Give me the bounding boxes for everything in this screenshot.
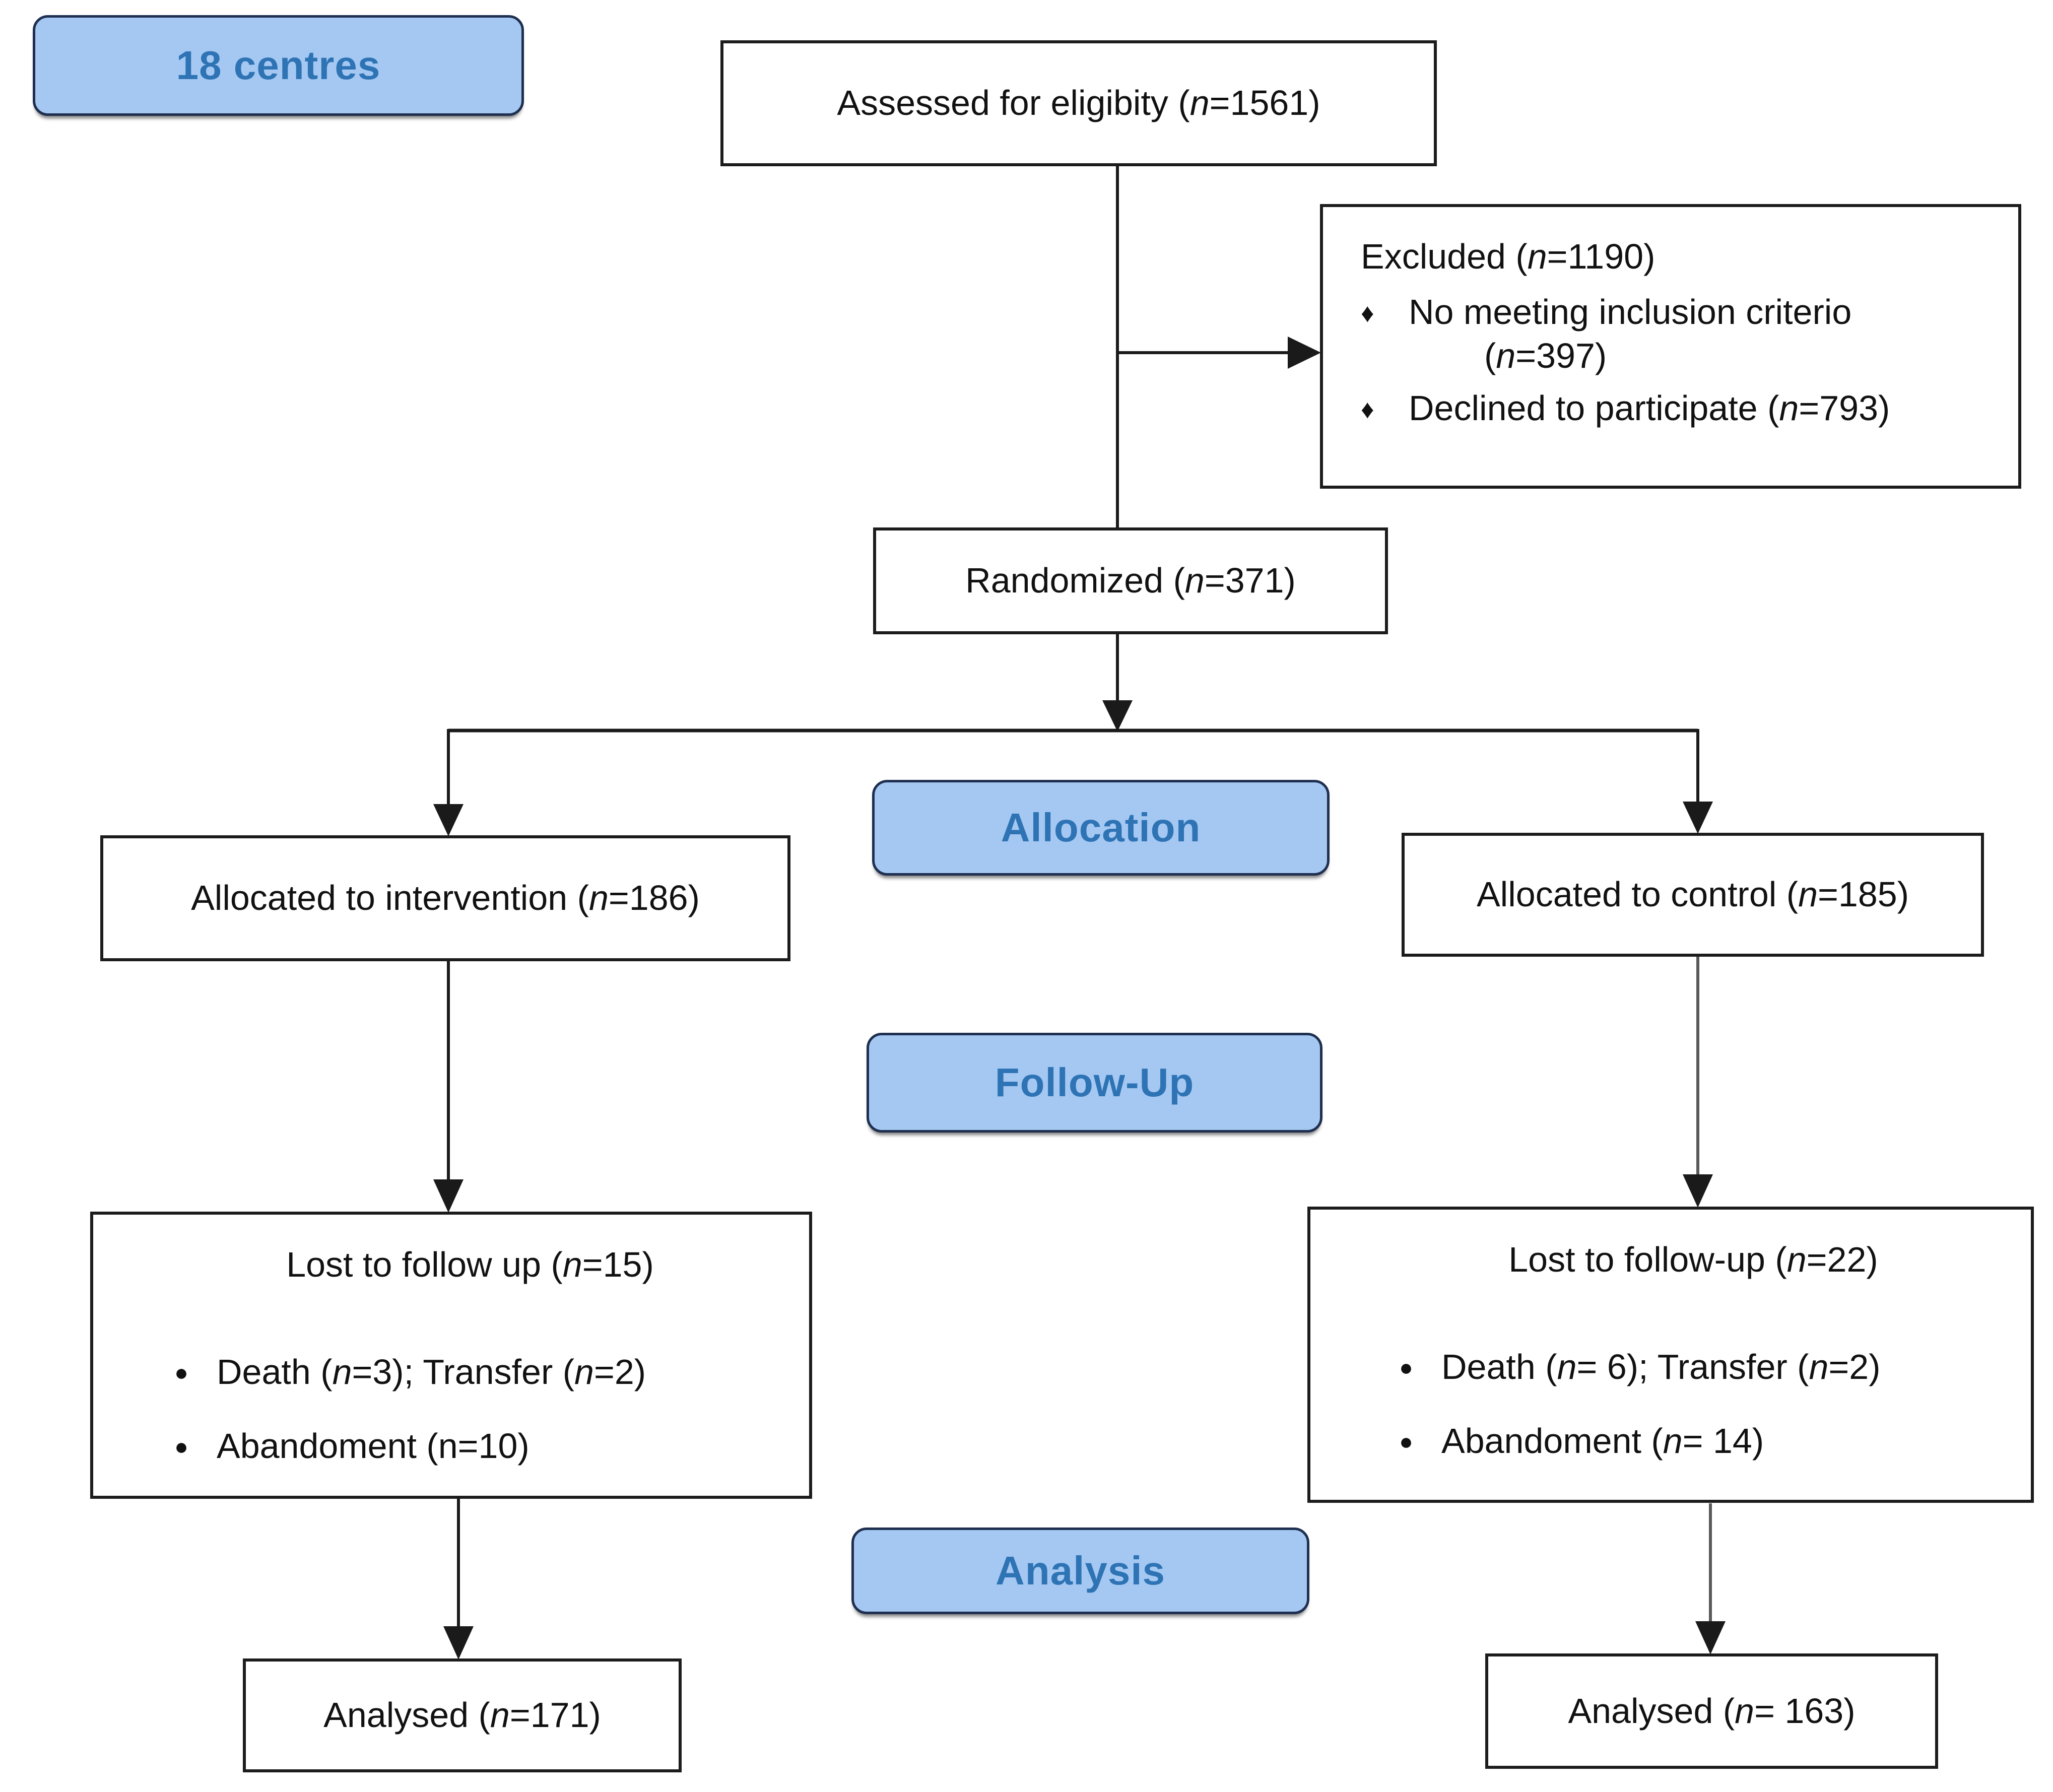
round-bullet-icon: ● — [174, 1433, 188, 1459]
text-segment: n — [1779, 388, 1799, 428]
text-segment: n — [574, 1352, 594, 1391]
lost-left-title: Lost to follow up (n=15) — [146, 1243, 794, 1287]
text-segment: Allocation — [1001, 805, 1201, 850]
text-segment: Analysed ( — [323, 1695, 490, 1735]
arrowhead-control — [1683, 802, 1713, 834]
box-allocated-intervention: Allocated to intervention (n=186) — [100, 835, 790, 961]
diamond-bullet-icon: ♦ — [1361, 394, 1374, 424]
text-segment: Randomized ( — [965, 561, 1185, 601]
arrowhead-excluded — [1288, 337, 1321, 369]
text-segment: =171) — [509, 1695, 601, 1735]
text-segment: No meeting inclusion criterio — [1409, 292, 1852, 331]
arrowhead-lost-right — [1683, 1174, 1713, 1208]
text-segment: =2) — [593, 1352, 646, 1391]
box-analysed-intervention: Analysed (n=171) — [243, 1658, 682, 1772]
badge-analysis: Analysis — [851, 1528, 1309, 1614]
badge-follow-up: Follow-Up — [867, 1033, 1322, 1133]
lost-left-item-death-transfer: ● Death (n=3); Transfer (n=2) — [146, 1350, 794, 1395]
excluded-item-no-meeting: ♦ No meeting inclusion criterio (n=397) — [1361, 290, 1998, 378]
text-segment: Allocated to control ( — [1476, 875, 1799, 914]
text-segment: ( — [1484, 336, 1496, 375]
arrowhead-intervention — [433, 804, 463, 836]
arrowhead-lost-left — [433, 1179, 463, 1213]
text-segment: =3); Transfer ( — [352, 1352, 575, 1391]
text-segment: n — [1809, 1347, 1829, 1386]
text-segment: n — [1184, 561, 1205, 601]
text-segment: Analysis — [995, 1548, 1166, 1593]
text-segment: Death ( — [1441, 1347, 1557, 1386]
text-segment: 18 centres — [176, 43, 381, 88]
text-segment: =186) — [608, 878, 700, 918]
badge-18-centres: 18 centres — [33, 15, 524, 116]
text-segment: Assessed for eligibity ( — [837, 83, 1190, 123]
excluded-item-line2: (n=397) — [1484, 334, 1851, 378]
text-segment: Analysed ( — [1568, 1691, 1735, 1731]
box-excluded: Excluded (n=1190) ♦ No meeting inclusion… — [1320, 204, 2021, 489]
text-segment: n — [1496, 336, 1516, 375]
lost-right-title: Lost to follow-up (n=22) — [1371, 1238, 2016, 1282]
box-randomized: Randomized (n=371) — [873, 527, 1388, 634]
text-segment: Abandoment ( — [1441, 1421, 1663, 1461]
text-segment: n — [1786, 1240, 1807, 1279]
excluded-item-line1: No meeting inclusion criterio — [1409, 290, 1851, 335]
text-segment: =2) — [1828, 1347, 1881, 1386]
text-segment: =185) — [1818, 875, 1909, 914]
text-segment: n — [562, 1245, 582, 1284]
text-segment: =1561) — [1209, 83, 1320, 123]
text-segment: n — [332, 1352, 352, 1391]
text-segment: Abandoment (n=10) — [217, 1426, 529, 1466]
text-segment: Death ( — [217, 1352, 333, 1391]
round-bullet-icon: ● — [1399, 1428, 1413, 1454]
text-segment: n — [1798, 875, 1818, 914]
text-segment: Allocated to intervention ( — [191, 878, 589, 918]
box-lost-followup-intervention: Lost to follow up (n=15) ● Death (n=3); … — [90, 1212, 812, 1499]
text-segment: Follow-Up — [995, 1060, 1195, 1105]
lost-left-item-text: Death (n=3); Transfer (n=2) — [217, 1350, 646, 1395]
round-bullet-icon: ● — [1399, 1354, 1413, 1380]
lost-right-item-death-transfer: ● Death (n= 6); Transfer (n=2) — [1371, 1345, 2016, 1389]
lost-right-item-text: Death (n= 6); Transfer (n=2) — [1441, 1345, 1881, 1389]
text-segment: n — [1735, 1691, 1755, 1731]
text-segment: n — [1663, 1421, 1683, 1461]
text-segment: n — [588, 878, 609, 918]
text-segment: n — [1189, 83, 1210, 123]
text-segment: =793) — [1799, 388, 1890, 428]
arrowhead-split — [1102, 700, 1133, 732]
text-segment: Lost to follow-up ( — [1508, 1240, 1787, 1279]
text-segment: =371) — [1204, 561, 1296, 601]
round-bullet-icon: ● — [174, 1359, 188, 1385]
box-analysed-control: Analysed (n= 163) — [1485, 1653, 1938, 1769]
excluded-item-declined: ♦ Declined to participate (n=793) — [1361, 386, 1998, 431]
text-segment: Declined to participate ( — [1409, 388, 1779, 428]
diamond-bullet-icon: ♦ — [1361, 298, 1374, 328]
lost-right-item-text: Abandoment (n= 14) — [1441, 1419, 1764, 1464]
text-segment: n — [1527, 237, 1547, 276]
arrowhead-analysed-right — [1695, 1621, 1726, 1654]
text-segment: =397) — [1515, 336, 1607, 375]
excluded-item-text: Declined to participate (n=793) — [1409, 386, 1890, 431]
text-segment: = 6); Transfer ( — [1576, 1347, 1809, 1386]
text-segment: n — [490, 1695, 510, 1735]
text-segment: =1190) — [1547, 237, 1655, 276]
text-segment: Lost to follow up ( — [286, 1245, 563, 1284]
box-allocated-control: Allocated to control (n=185) — [1402, 833, 1984, 957]
excluded-title: Excluded (n=1190) — [1361, 235, 1998, 279]
text-segment: =22) — [1806, 1240, 1878, 1279]
box-assessed-for-eligibility: Assessed for eligibity (n=1561) — [720, 40, 1437, 166]
lost-left-item-text: Abandoment (n=10) — [217, 1424, 529, 1469]
box-lost-followup-control: Lost to follow-up (n=22) ● Death (n= 6);… — [1307, 1207, 2034, 1503]
lost-right-item-abandoment: ● Abandoment (n= 14) — [1371, 1419, 2016, 1464]
text-segment: = 14) — [1682, 1421, 1764, 1461]
text-segment: =15) — [582, 1245, 654, 1284]
text-segment: n — [1557, 1347, 1577, 1386]
text-segment: = 163) — [1754, 1691, 1856, 1731]
lost-left-item-abandoment: ● Abandoment (n=10) — [146, 1424, 794, 1469]
badge-allocation: Allocation — [872, 780, 1330, 876]
excluded-item-text: No meeting inclusion criterio (n=397) — [1409, 290, 1851, 378]
arrowhead-analysed-left — [443, 1626, 474, 1660]
text-segment: Excluded ( — [1361, 237, 1528, 276]
